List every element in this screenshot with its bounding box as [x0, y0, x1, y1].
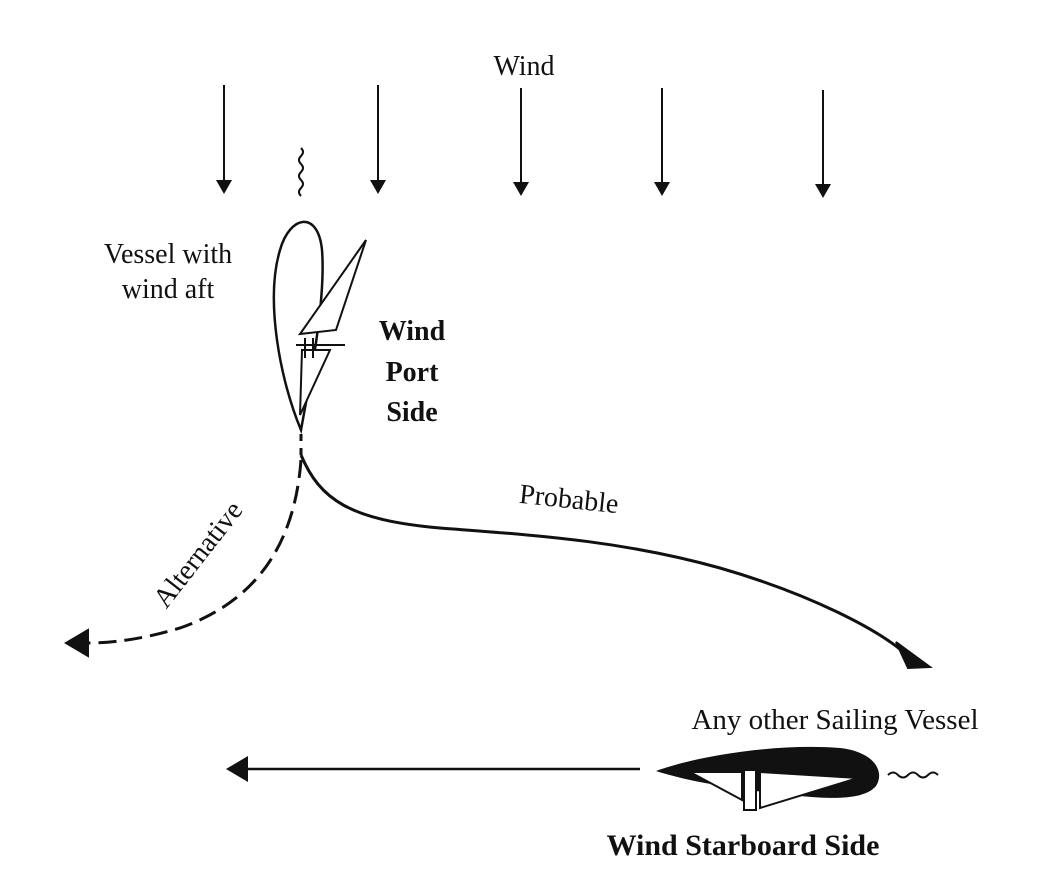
wind-starboard-side-label: Wind Starboard Side	[607, 829, 880, 862]
starboard-foresail	[759, 770, 859, 810]
any-other-sailing-vessel-label: Any other Sailing Vessel	[691, 704, 978, 736]
alternative-arrowhead	[64, 628, 89, 658]
mainsail	[297, 239, 367, 336]
alternative-label: Alternative	[147, 496, 249, 614]
wake-wavy-line-right	[887, 771, 939, 779]
wind-arrow-4	[654, 88, 670, 196]
wind-port-side-label-line2: Port	[386, 357, 440, 388]
wind-arrow-1	[216, 85, 232, 194]
vessel-wind-aft-label-line2: wind aft	[122, 274, 215, 305]
probable-course-path	[299, 454, 910, 658]
wind-port-side-label-line1: Wind	[379, 316, 446, 347]
vessel-wind-aft-label-line1: Vessel with	[104, 239, 232, 270]
starboard-vessel-sails	[689, 769, 859, 811]
wind-port-side-label-line3: Side	[386, 397, 437, 428]
wind-label: Wind	[493, 51, 554, 82]
wind-arrows	[216, 85, 831, 198]
starboard-mainsail	[689, 771, 743, 802]
foresail	[299, 349, 332, 416]
wind-arrow-3	[513, 88, 529, 196]
port-vessel-sails	[296, 239, 367, 416]
alternative-course-path	[87, 459, 303, 645]
probable-label: Probable	[518, 479, 620, 520]
wind-arrow-2	[370, 85, 386, 194]
wake-wavy-line-top	[298, 147, 304, 197]
port-vessel-hull	[272, 220, 324, 435]
probable-arrowhead	[895, 641, 933, 670]
other-vessel-course-arrowhead	[226, 756, 248, 782]
wind-arrow-5	[815, 90, 831, 198]
